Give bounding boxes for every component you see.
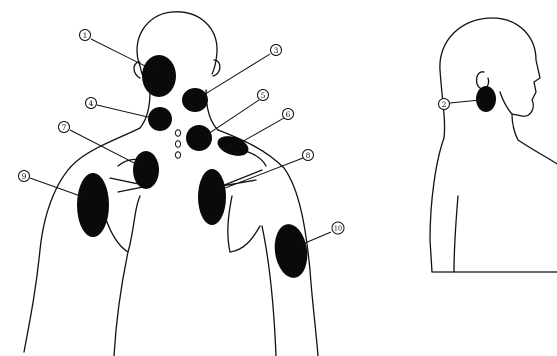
svg-text:3: 3: [274, 46, 279, 55]
label-1: 1: [80, 30, 91, 41]
leader-3: [202, 54, 270, 96]
side-front-neck: [512, 114, 518, 140]
back-right-arm-inner: [228, 196, 260, 252]
spot-4: [148, 107, 172, 131]
back-left-shoulder: [24, 128, 140, 352]
back-neck-right: [206, 90, 218, 130]
side-view-spots: [476, 86, 496, 112]
back-view-spots: [77, 55, 311, 280]
leader-1: [91, 39, 153, 70]
side-back: [430, 138, 557, 272]
svg-text:10: 10: [334, 225, 342, 233]
spot-1: [142, 55, 176, 97]
svg-text:1: 1: [83, 31, 88, 40]
leader-5: [208, 100, 259, 134]
spot-2: [476, 86, 496, 112]
label-4: 4: [86, 98, 97, 109]
spot-3: [182, 88, 208, 112]
right-scapula-edge: [222, 170, 262, 186]
leader-6: [240, 118, 284, 143]
side-chest: [518, 140, 557, 164]
vertebra: [175, 130, 180, 136]
spot-8: [198, 169, 226, 225]
label-8: 8: [303, 150, 314, 161]
side-jaw: [500, 92, 512, 114]
label-2: 2: [439, 99, 450, 110]
leader-4: [97, 105, 152, 118]
label-6: 6: [283, 109, 294, 120]
vertebra: [175, 141, 180, 147]
svg-text:7: 7: [62, 123, 67, 132]
spot-7: [133, 151, 159, 189]
label-3: 3: [271, 45, 282, 56]
spot-5: [186, 125, 212, 151]
svg-text:8: 8: [306, 151, 311, 160]
svg-text:2: 2: [442, 100, 447, 109]
svg-text:9: 9: [22, 172, 27, 181]
svg-text:6: 6: [286, 110, 291, 119]
side-view-figure: [430, 18, 557, 272]
side-arm: [454, 196, 458, 272]
leader-7: [70, 130, 140, 166]
leader-2: [450, 100, 480, 103]
back-neck-left: [140, 92, 150, 128]
leader-9: [30, 178, 86, 198]
label-5: 5: [258, 90, 269, 101]
label-7: 7: [59, 122, 70, 133]
back-lower-right: [262, 226, 276, 356]
label-10: 10: [332, 222, 344, 234]
spot-9: [77, 173, 109, 237]
vertebra: [175, 152, 180, 158]
svg-text:4: 4: [89, 99, 94, 108]
back-lower-left: [114, 252, 128, 356]
leader-8: [220, 158, 303, 190]
label-9: 9: [19, 171, 30, 182]
back-left-arm-inner: [104, 196, 140, 252]
svg-text:5: 5: [261, 91, 266, 100]
